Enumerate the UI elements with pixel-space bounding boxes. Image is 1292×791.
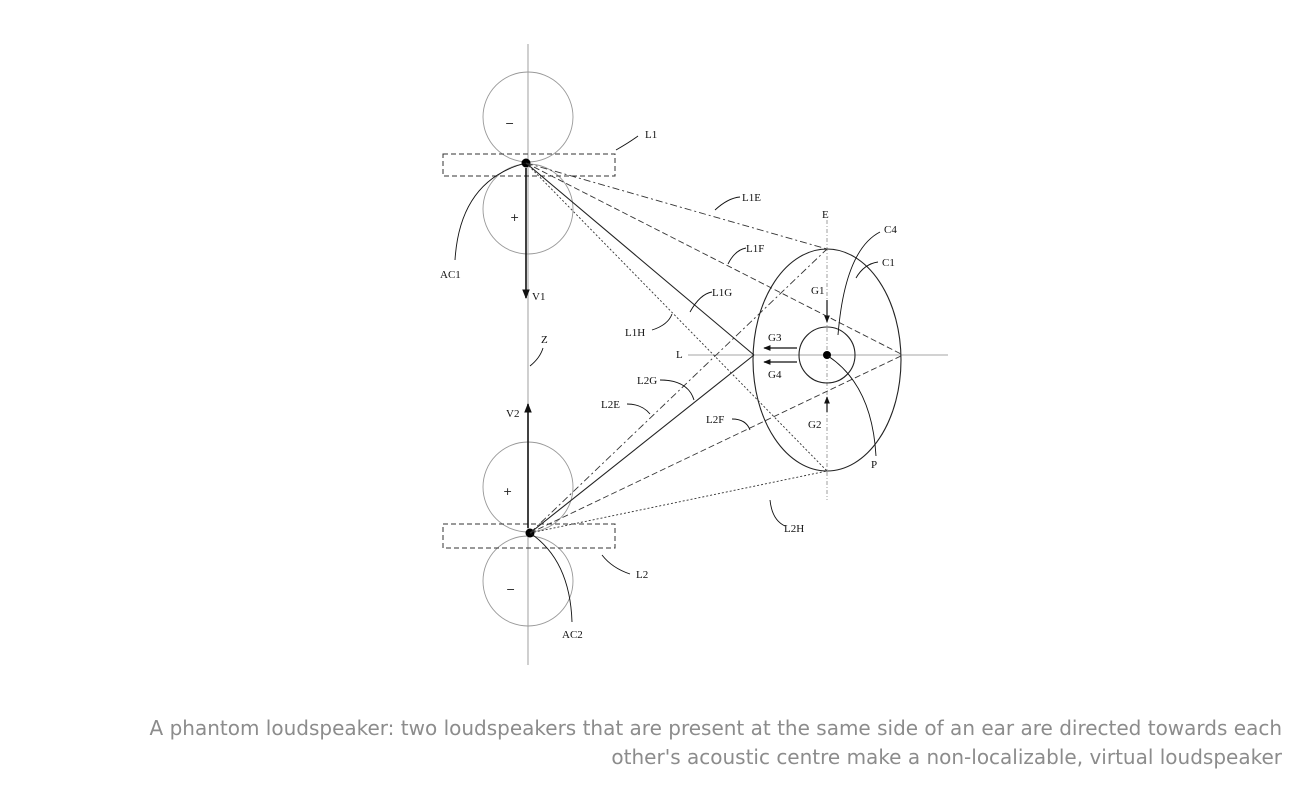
speaker2-label: L2 bbox=[636, 569, 648, 581]
g3-label: G3 bbox=[768, 332, 782, 344]
path-l1e-label: L1E bbox=[742, 192, 761, 204]
path-l2f-line bbox=[529, 354, 904, 534]
ac1-leader bbox=[454, 162, 527, 261]
speaker1-negative-sign: − bbox=[505, 117, 514, 130]
path-l1h-label: L1H bbox=[625, 327, 645, 339]
l2e-leader bbox=[626, 403, 651, 415]
l1e-leader bbox=[714, 196, 741, 211]
path-l1f-label: L1F bbox=[746, 243, 764, 255]
c1-label: C1 bbox=[882, 257, 895, 269]
speaker2-negative-sign: − bbox=[506, 583, 515, 596]
path-l2h-label: L2H bbox=[784, 523, 804, 535]
phantom-loudspeaker-diagram: − + L1 AC1 V1 Z + − L2 AC2 V2 L1E L1F L1… bbox=[440, 44, 948, 665]
l2g-leader bbox=[659, 379, 695, 401]
l2f-leader bbox=[731, 418, 751, 431]
figure-caption: A phantom loudspeaker: two loudspeakers … bbox=[22, 714, 1282, 772]
g2-label: G2 bbox=[808, 419, 821, 431]
ac2-label: AC2 bbox=[562, 629, 583, 641]
path-l2h-line bbox=[529, 470, 828, 534]
p-label: P bbox=[871, 459, 877, 471]
g4-label: G4 bbox=[768, 369, 782, 381]
l2h-leader bbox=[769, 499, 786, 527]
path-l1g-label: L1G bbox=[712, 287, 732, 299]
caption-line-2: other's acoustic centre make a non-local… bbox=[611, 745, 1282, 769]
path-l1e-line bbox=[525, 162, 828, 250]
path-l2g-label: L2G bbox=[637, 375, 657, 387]
l1f-leader bbox=[727, 247, 747, 265]
v1-label: V1 bbox=[532, 291, 545, 303]
l1g-leader bbox=[689, 291, 713, 313]
path-l1f-line bbox=[525, 162, 904, 356]
z-axis-label: Z bbox=[541, 334, 548, 346]
ac2-leader bbox=[529, 532, 573, 623]
v2-label: V2 bbox=[506, 408, 519, 420]
path-l1g-line bbox=[525, 162, 755, 356]
g1-label: G1 bbox=[811, 285, 824, 297]
path-l2e-label: L2E bbox=[601, 399, 620, 411]
path-l2g-line bbox=[529, 354, 755, 534]
speaker2-positive-sign: + bbox=[503, 485, 512, 498]
speaker2-body bbox=[442, 523, 616, 549]
ear-point-p bbox=[823, 351, 831, 359]
speaker1-label-leader bbox=[615, 135, 639, 151]
c4-label: C4 bbox=[884, 224, 897, 236]
l1h-leader bbox=[651, 313, 673, 331]
l-axis-label: L bbox=[676, 349, 683, 361]
e-axis-label: E bbox=[822, 209, 829, 221]
ear-inner-circle-c4 bbox=[798, 326, 856, 384]
p-leader bbox=[827, 355, 877, 457]
path-l1h-line bbox=[525, 162, 828, 472]
path-l2e-line bbox=[529, 248, 828, 534]
path-l2f-label: L2F bbox=[706, 414, 724, 426]
speaker1-label: L1 bbox=[645, 129, 657, 141]
c4-leader bbox=[837, 231, 881, 336]
speaker1-body bbox=[442, 153, 616, 177]
caption-line-1: A phantom loudspeaker: two loudspeakers … bbox=[149, 716, 1282, 740]
z-label-leader bbox=[529, 347, 544, 367]
ac1-label: AC1 bbox=[440, 269, 461, 281]
c1-leader bbox=[855, 261, 879, 279]
speaker1-positive-sign: + bbox=[510, 211, 519, 224]
speaker2-label-leader bbox=[601, 554, 631, 575]
